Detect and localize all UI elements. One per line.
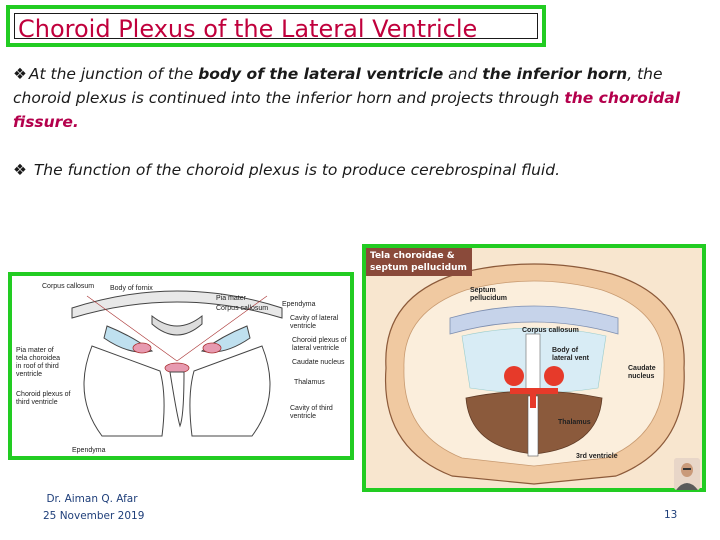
para1-period: . xyxy=(72,113,79,131)
label-body-lat-2: lateral vent xyxy=(552,355,590,362)
label-corpus-callosum-top: Corpus callosum xyxy=(42,283,94,290)
label-pia-mater: Pia mater xyxy=(216,295,247,302)
label-cavity-lateral-2: ventricle xyxy=(290,323,316,330)
footer-date: 25 November 2019 xyxy=(43,510,145,522)
diamond-bullet-icon: ❖ xyxy=(13,161,27,179)
coronal-diagram-svg: Corpus callosum Body of fornix Pia mater… xyxy=(16,283,347,454)
para1-body-lateral: body of the lateral ventricle xyxy=(198,65,444,83)
label-pia-tela-2: tela choroidea xyxy=(16,355,60,362)
para1-choroidal-fissure: the choroidal fissure xyxy=(13,89,681,131)
label-choroid-lateral-2: lateral ventricle xyxy=(292,345,339,352)
para1-text-1: At the junction of the xyxy=(28,65,199,83)
label-choroid-third-1: Choroid plexus of xyxy=(16,391,71,398)
footer-author: Dr. Aiman Q. Afar xyxy=(46,493,138,505)
para1-inferior-horn: the inferior horn xyxy=(482,65,628,83)
label-choroid-lateral-1: Choroid plexus of xyxy=(292,337,347,344)
label-body-lat-1: Body of xyxy=(552,347,579,354)
para1-text-5: , the choroid plexus is continued into t… xyxy=(13,65,663,107)
page-number: 13 xyxy=(664,509,678,521)
diamond-bullet-icon: ❖ xyxy=(13,65,27,83)
label-thalamus: Thalamus xyxy=(294,379,325,386)
label-pia-tela-3: in roof of third xyxy=(16,363,59,370)
brain-section-svg: Septum pellucidum Corpus callosum Body o… xyxy=(384,263,685,485)
para1-text-3: and xyxy=(443,65,483,83)
paragraph-junction: ❖At the junction of the body of the late… xyxy=(13,62,713,134)
label-choroid-third-2: third ventricle xyxy=(16,399,58,406)
paragraph-function: ❖ The function of the choroid plexus is … xyxy=(13,158,713,182)
label-cavity-third-1: Cavity of third xyxy=(290,405,333,412)
author-portrait-icon xyxy=(674,458,700,490)
label-septum-2: pellucidum xyxy=(470,295,507,302)
label-corpus-callosum-right: Corpus callosum xyxy=(522,327,579,334)
label-ependyma-bottom: Ependyma xyxy=(72,447,106,454)
label-corpus-callosum: Corpus callosum xyxy=(216,305,268,312)
label-caudate-2: nucleus xyxy=(628,373,655,380)
figure-coronal-diagram: Corpus callosum Body of fornix Pia mater… xyxy=(8,272,354,460)
label-body-fornix: Body of fornix xyxy=(110,285,153,292)
slide-title: Choroid Plexus of the Lateral Ventricle xyxy=(18,15,478,43)
title-frame: Choroid Plexus of the Lateral Ventricle xyxy=(6,5,546,47)
label-caudate: Caudate nucleus xyxy=(292,359,345,366)
label-third-ventricle: 3rd ventricle xyxy=(576,453,618,460)
label-pia-tela-4: ventricle xyxy=(16,371,42,378)
label-pia-tela-1: Pia mater of xyxy=(16,347,54,354)
figure-tag: Tela choroidae & septum pellucidum xyxy=(366,248,472,276)
label-cavity-lateral-1: Cavity of lateral xyxy=(290,315,339,322)
title-inner-border xyxy=(14,13,538,39)
figure-tela-choroidea: Septum pellucidum Corpus callosum Body o… xyxy=(362,244,706,492)
para2-text: The function of the choroid plexus is to… xyxy=(33,161,560,179)
label-cavity-third-2: ventricle xyxy=(290,413,316,420)
author-portrait xyxy=(674,458,700,490)
label-caudate-1: Caudate xyxy=(628,365,656,372)
label-ependyma-right: Ependyma xyxy=(282,301,316,308)
tag-line-1: Tela choroidae & xyxy=(370,251,455,261)
label-septum-1: Septum xyxy=(470,287,496,294)
tag-line-2: septum pellucidum xyxy=(370,263,467,273)
label-thalamus-right: Thalamus xyxy=(558,419,591,426)
